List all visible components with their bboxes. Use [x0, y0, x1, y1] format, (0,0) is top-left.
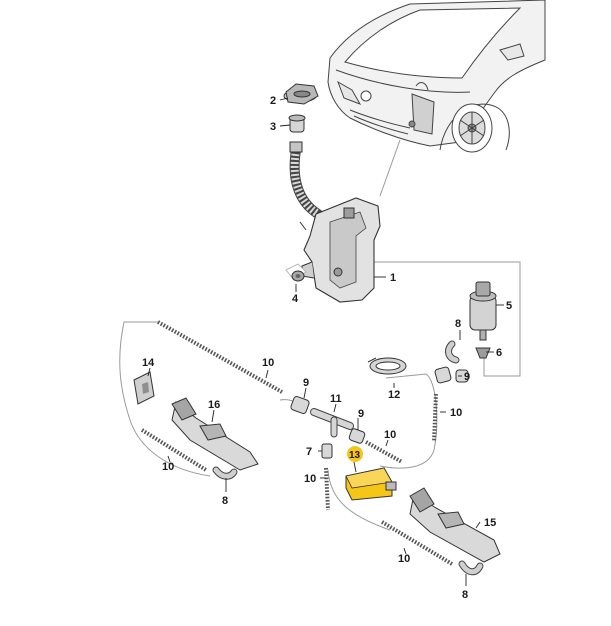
part-1-reservoir [299, 197, 381, 303]
label-9-right: 9 [464, 371, 470, 383]
label-10-top: 10 [262, 357, 274, 369]
label-13-highlight [347, 446, 363, 462]
label-14: 14 [142, 357, 155, 369]
label-8-bottom: 8 [462, 589, 468, 601]
part-13-module [345, 467, 397, 501]
part-12-clip [367, 357, 407, 375]
part-4-grommet [285, 263, 307, 282]
label-15: 15 [484, 517, 496, 529]
part-8-elbow-top [445, 340, 460, 364]
label-8-left: 8 [222, 495, 228, 507]
leader-lines [147, 97, 504, 586]
label-12: 12 [388, 389, 400, 401]
label-7: 7 [306, 446, 312, 458]
label-10-bottom: 10 [398, 553, 410, 565]
filler-neck [289, 141, 323, 219]
callout-labels: 1 2 3 4 5 6 7 8 8 8 9 9 9 10 10 10 10 10… [142, 95, 512, 601]
label-8-top: 8 [455, 318, 461, 330]
label-5: 5 [506, 300, 512, 312]
car-illustration [327, 0, 546, 153]
part-8-elbow-left [212, 466, 238, 480]
label-9-center: 9 [303, 377, 309, 389]
part-10-hoses [140, 320, 454, 566]
label-2: 2 [270, 95, 276, 107]
label-10-left: 10 [162, 461, 174, 473]
part-16-nozzle-left [171, 397, 259, 471]
part-11-t-piece [310, 408, 354, 438]
part-15-nozzle-right [409, 487, 501, 563]
label-1: 1 [390, 272, 396, 284]
label-4: 4 [292, 293, 299, 305]
label-16: 16 [208, 399, 220, 411]
part-8-elbow-bottom [458, 560, 484, 576]
label-10-mid: 10 [384, 429, 396, 441]
label-3: 3 [270, 121, 276, 133]
label-13: 13 [349, 450, 361, 461]
part-2-cap [283, 83, 319, 105]
label-6: 6 [496, 347, 502, 359]
label-11: 11 [330, 393, 342, 405]
label-10-right: 10 [450, 407, 462, 419]
label-10-center: 10 [304, 473, 316, 485]
part-5-pump [469, 281, 497, 341]
part-9-connectors [290, 366, 469, 459]
part-3-strainer [288, 114, 306, 133]
label-9-mid: 9 [358, 408, 364, 420]
part-6-grommet [475, 347, 491, 359]
part-14-bracket [133, 371, 155, 405]
